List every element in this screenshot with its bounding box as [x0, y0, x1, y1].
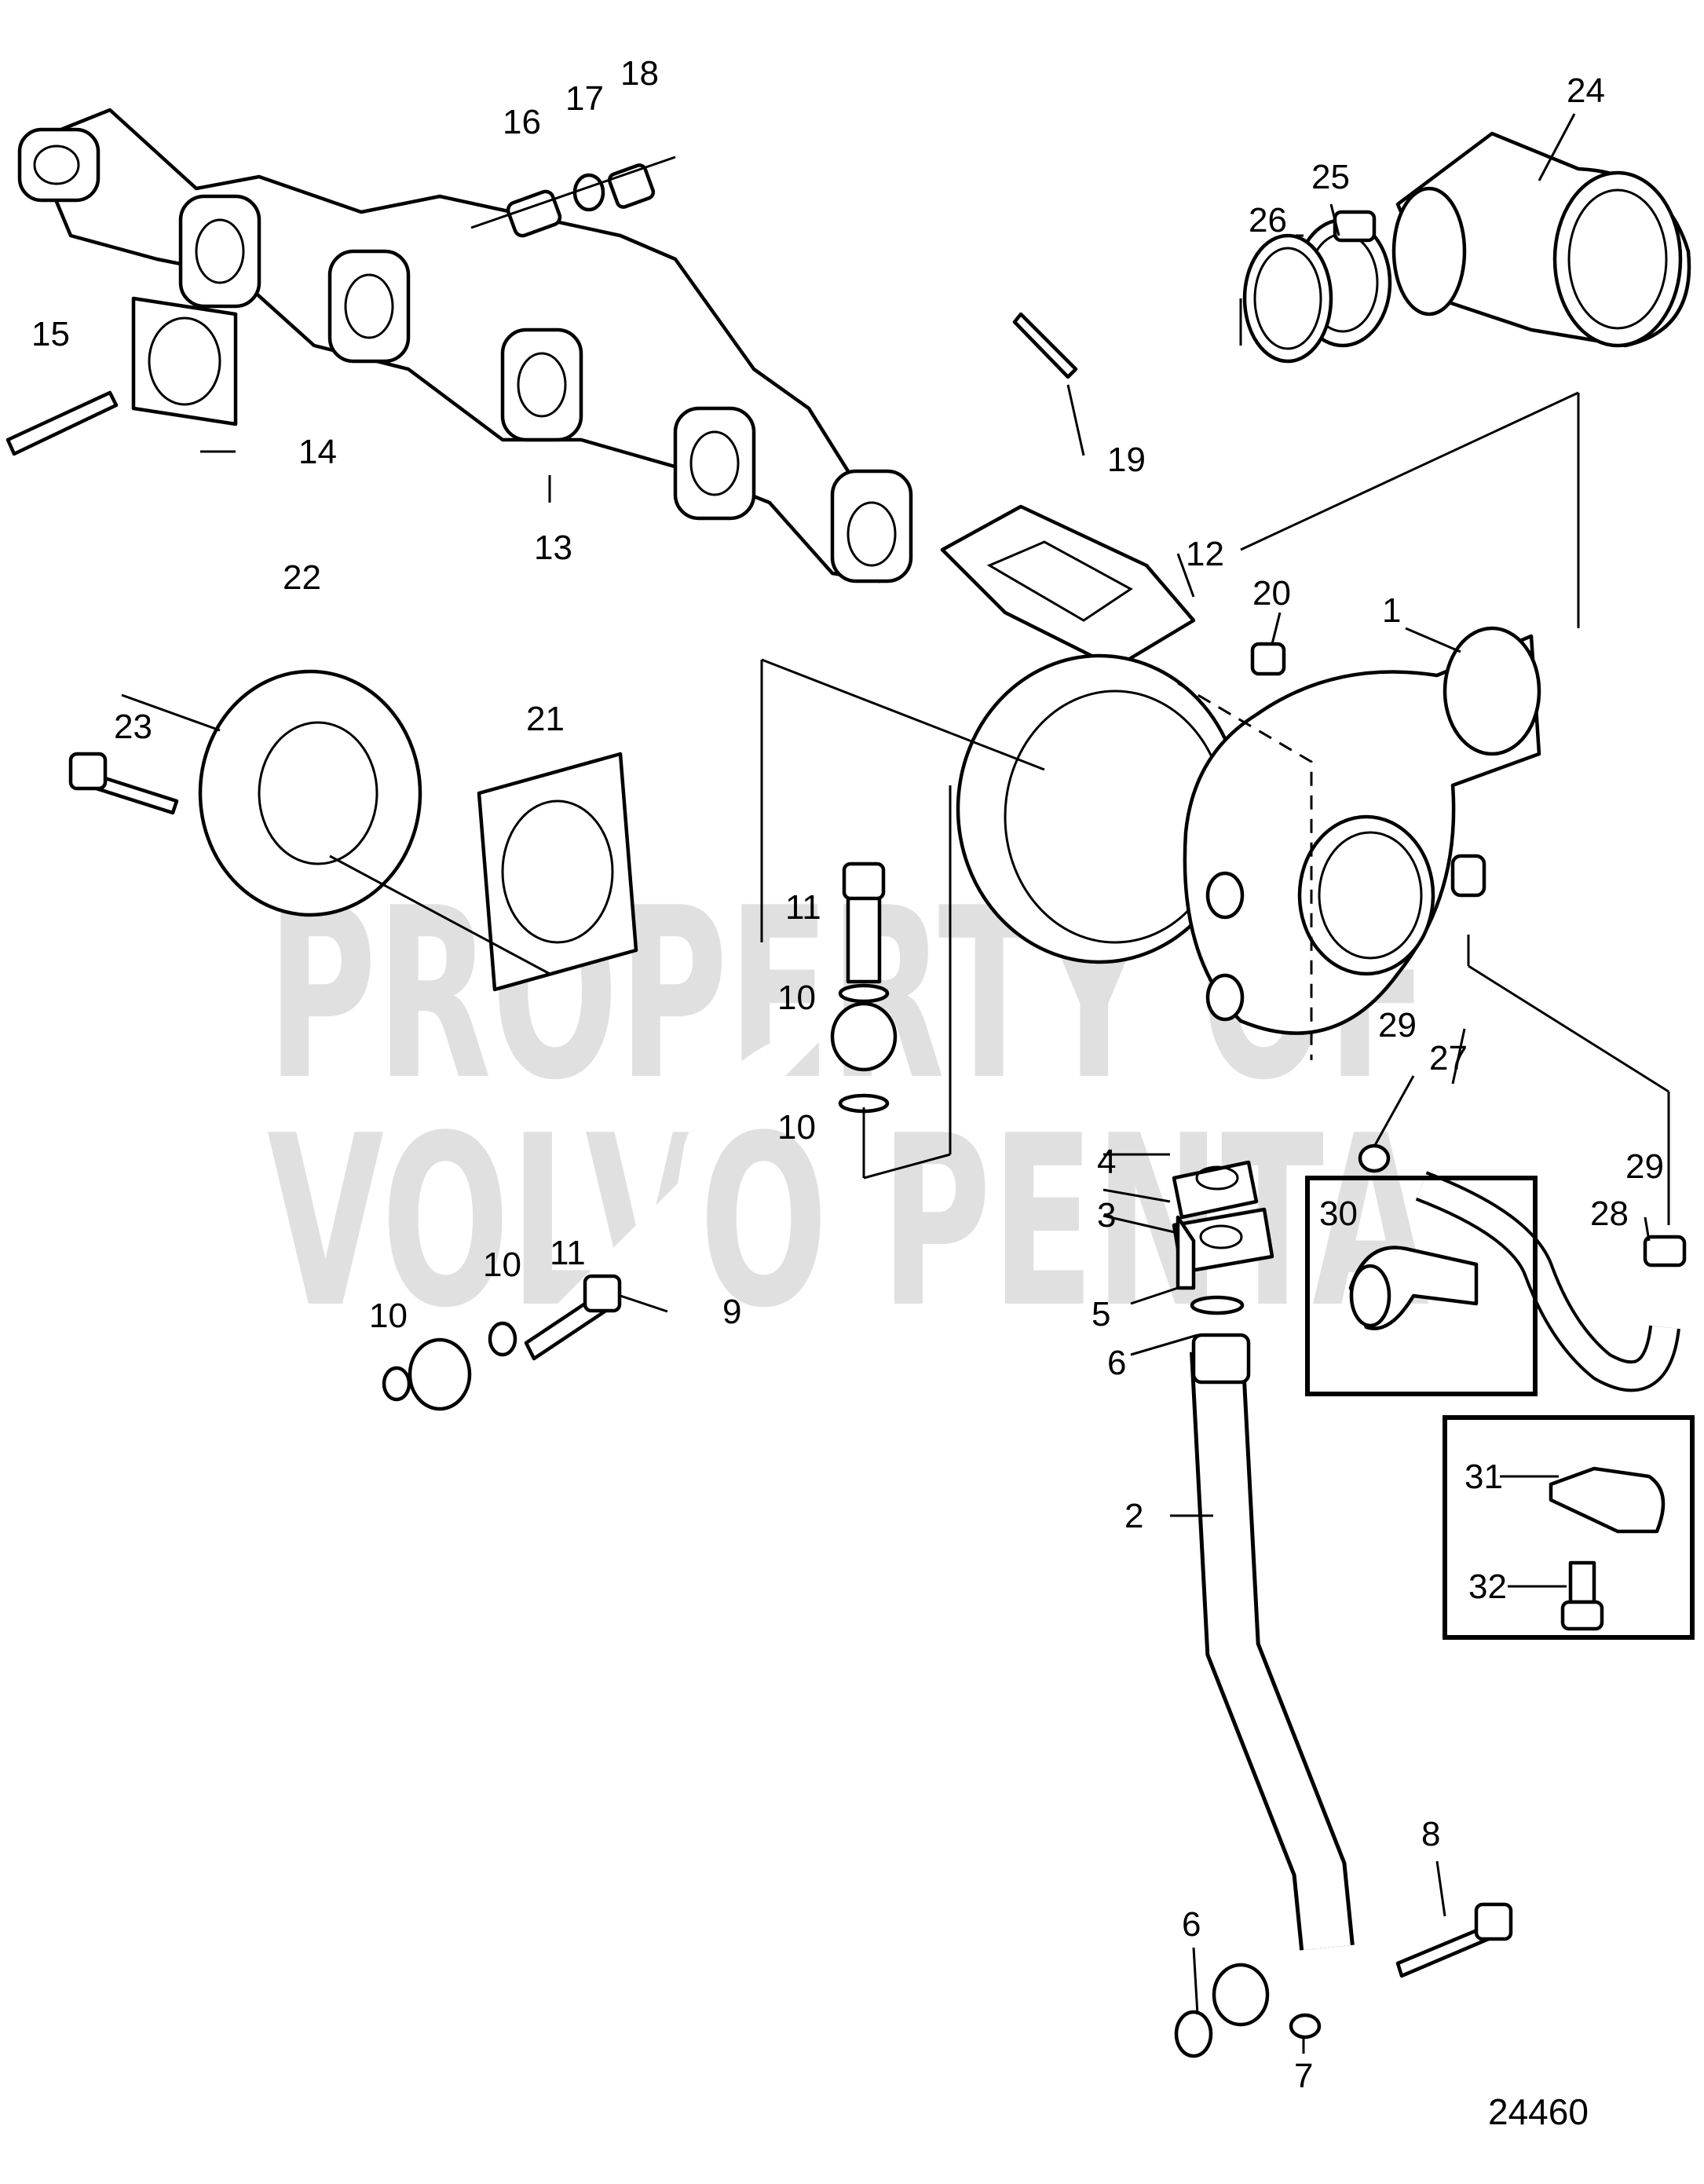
- stud: [5, 390, 119, 456]
- turbo-gasket: [940, 504, 1196, 670]
- callout-31: 31: [1464, 1458, 1503, 1496]
- callout-12: 12: [1186, 535, 1224, 573]
- callout-7: 7: [1294, 2057, 1313, 2095]
- callout-1: 1: [1382, 591, 1401, 630]
- exhaust-manifold: [17, 108, 913, 583]
- callout-32: 32: [1468, 1568, 1507, 1606]
- callout-9: 9: [722, 1293, 741, 1331]
- callout-18: 18: [620, 54, 659, 93]
- oil-drain-pipe: [1172, 1160, 1513, 2058]
- callout-5: 5: [1092, 1295, 1110, 1333]
- callout-17: 17: [565, 79, 604, 118]
- flange-22: [198, 669, 422, 917]
- callout-26: 26: [1249, 201, 1287, 240]
- callout-6a: 6: [1107, 1344, 1126, 1382]
- callout-13: 13: [534, 529, 572, 567]
- diagram-number: 24460: [1488, 2091, 1589, 2132]
- callout-19: 19: [1107, 441, 1146, 479]
- callout-27: 27: [1429, 1039, 1468, 1077]
- callout-20: 20: [1252, 574, 1291, 613]
- callout-21: 21: [526, 700, 565, 738]
- callout-23: 23: [114, 708, 152, 746]
- callout-labels: 1 2 3 4 5 6 6 7 8 9 10 10 10 10 11 11 12…: [31, 54, 1664, 2095]
- callout-10b: 10: [777, 1108, 816, 1147]
- callout-28: 28: [1590, 1194, 1629, 1233]
- oil-supply-pipe: [382, 862, 898, 1619]
- detail-box-31-32: [1443, 1415, 1695, 1640]
- stud-19: [1012, 312, 1078, 379]
- callout-3: 3: [1097, 1196, 1116, 1235]
- vent-hose: [1358, 1143, 1687, 1392]
- leader-lines: [121, 113, 1670, 2054]
- callout-15: 15: [31, 315, 70, 353]
- callout-30: 30: [1319, 1194, 1358, 1233]
- screw-23: [68, 752, 179, 815]
- gasket-21: [477, 752, 638, 992]
- callout-8: 8: [1421, 1815, 1440, 1853]
- callout-24: 24: [1567, 71, 1605, 110]
- callout-25: 25: [1311, 158, 1350, 196]
- o-ring-26: [1242, 233, 1333, 364]
- callout-29a: 29: [1378, 1006, 1417, 1044]
- turbocharger: [956, 626, 1541, 1060]
- callout-10a: 10: [777, 979, 816, 1017]
- callout-16: 16: [503, 103, 541, 141]
- outlet-elbow: [1391, 131, 1691, 348]
- callout-6b: 6: [1182, 1905, 1201, 1944]
- callout-4: 4: [1097, 1143, 1116, 1181]
- callout-11a: 11: [785, 888, 821, 927]
- callout-11b: 11: [550, 1234, 586, 1272]
- detail-box-30: [1305, 1176, 1538, 1396]
- spacer-washer-nut: [470, 155, 676, 238]
- callout-10d: 10: [369, 1297, 408, 1335]
- nut-20: [1250, 642, 1286, 676]
- callout-14: 14: [298, 433, 337, 471]
- callout-29b: 29: [1625, 1147, 1664, 1186]
- callout-2: 2: [1124, 1497, 1143, 1535]
- manifold-gasket: [131, 296, 238, 426]
- callout-10c: 10: [483, 1246, 521, 1284]
- callout-22: 22: [283, 558, 321, 597]
